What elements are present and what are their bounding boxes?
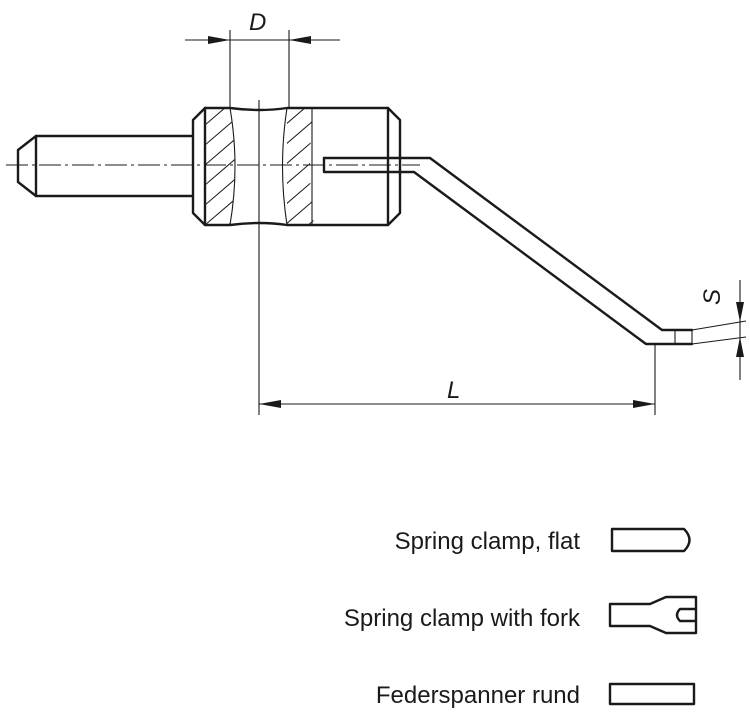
plunger-body xyxy=(191,106,402,227)
dimension-d xyxy=(185,30,340,108)
dimension-l-label: L xyxy=(447,377,460,404)
round-tip-icon xyxy=(608,682,696,706)
section-hatching-right xyxy=(287,108,314,225)
dimension-l xyxy=(258,100,656,415)
legend-label-round: Federspanner rund xyxy=(376,682,580,709)
dimension-s xyxy=(691,280,747,380)
legend-label-flat: Spring clamp, flat xyxy=(395,528,581,555)
dimension-s-label: S xyxy=(699,289,726,305)
dimension-d-label: D xyxy=(249,9,266,36)
fork-tip-icon xyxy=(608,595,698,635)
legend-label-fork: Spring clamp with fork xyxy=(344,605,581,632)
flat-tip-icon xyxy=(610,527,691,553)
pin-shaft xyxy=(16,134,195,198)
legend: Spring clamp, flat Spring clamp with for… xyxy=(344,527,698,709)
spring-clamp xyxy=(322,156,694,346)
